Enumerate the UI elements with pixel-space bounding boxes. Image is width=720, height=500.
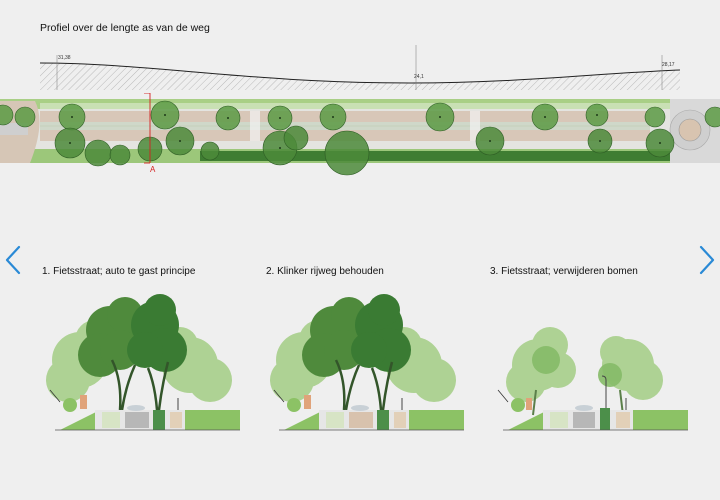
variant-1-panel: 1. Fietsstraat; auto te gast principe [40,266,250,456]
elevation-label-end: 28,17 [662,62,675,68]
elevation-label-start: 31,38 [58,55,71,61]
variant-3-cross-section [497,327,688,431]
page-title: Profiel over de lengte as van de weg [40,22,210,34]
chevron-left-icon[interactable] [2,243,24,277]
variant-3-panel: 3. Fietsstraat; verwijderen bomen [488,266,698,456]
variant-1-cross-section [46,294,240,431]
variant-2-panel: 2. Klinker rijweg behouden [264,266,474,456]
section-marker-label: A [150,165,156,174]
section-marker: A [144,93,156,174]
profile-line [39,62,681,84]
plan-view: A [0,93,720,176]
longitudinal-profile: 31,38 24,1 28,17 [39,45,681,90]
variant-3-title: 3. Fietsstraat; verwijderen bomen [490,266,638,277]
elevation-label-mid: 24,1 [414,74,424,80]
variant-2-title: 2. Klinker rijweg behouden [266,266,384,277]
variant-2-cross-section [270,294,464,431]
variant-1-title: 1. Fietsstraat; auto te gast principe [42,266,196,277]
chevron-right-icon[interactable] [696,243,718,277]
